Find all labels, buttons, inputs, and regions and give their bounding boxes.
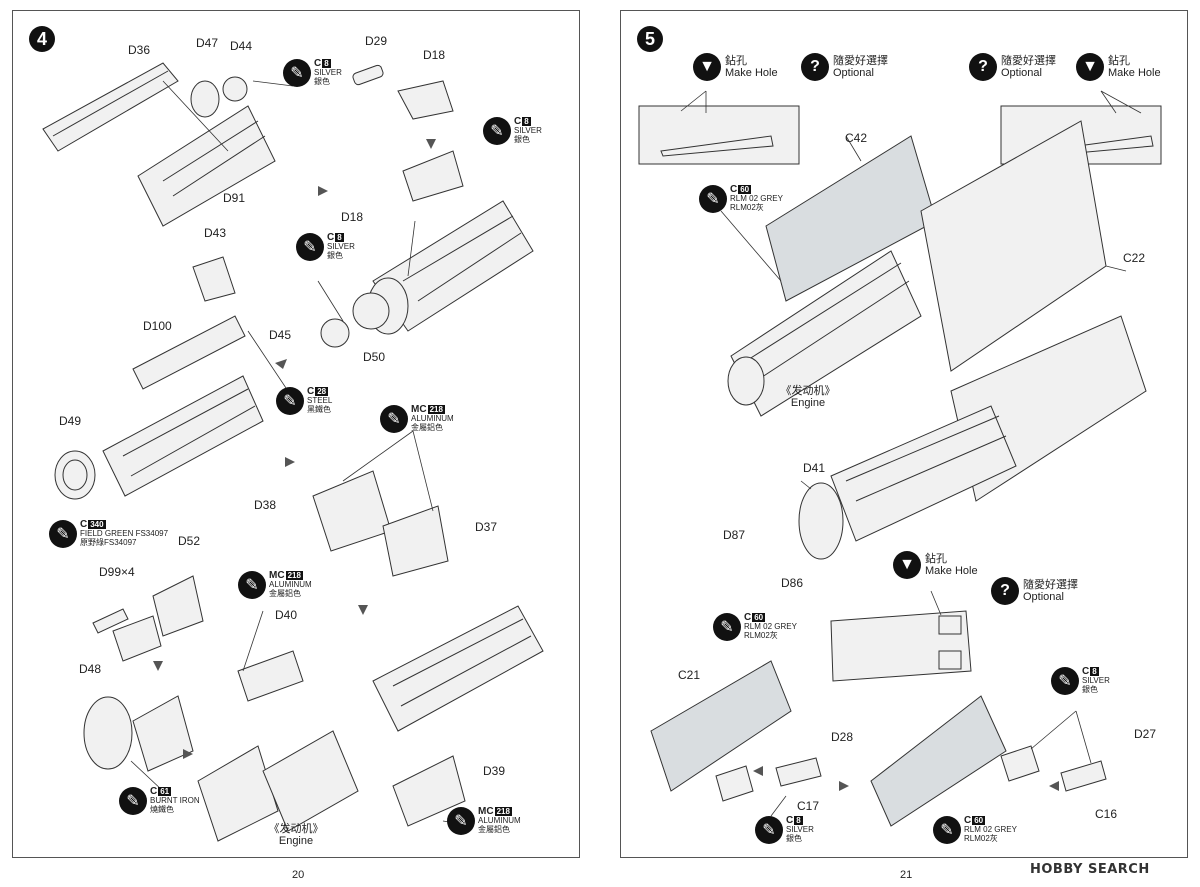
- paint-brush-icon: ✎: [49, 520, 77, 548]
- paint-brush-icon: ✎: [238, 571, 266, 599]
- engine-assembly-drawing: [42, 62, 544, 842]
- engine-caption: 《发动机》Engine: [780, 385, 836, 409]
- part-label: D28: [831, 730, 854, 744]
- part-label: C42: [845, 131, 868, 145]
- part-label: C22: [1123, 251, 1146, 265]
- drill-icon: ▼: [693, 53, 721, 81]
- paint-brush-icon: ✎: [119, 787, 147, 815]
- part-label: D91: [223, 191, 246, 205]
- page-number: 20: [292, 869, 305, 881]
- instruction-page-20: 4 D36 D47 D44 D29 D18 D91 D18 D43 D45 D5…: [12, 10, 580, 858]
- paint-brush-icon: ✎: [380, 405, 408, 433]
- paint-brush-icon: ✎: [713, 613, 741, 641]
- part-label: D50: [363, 350, 386, 364]
- question-icon: ?: [991, 577, 1019, 605]
- watermark: HOBBY SEARCH: [1030, 862, 1150, 877]
- page-number: 21: [900, 869, 913, 881]
- part-label: D40: [275, 608, 298, 622]
- part-label: D49: [59, 414, 82, 428]
- part-label: D52: [178, 534, 201, 548]
- part-label: D86: [781, 576, 804, 590]
- paint-brush-icon: ✎: [296, 233, 324, 261]
- part-label: C17: [797, 799, 820, 813]
- part-label: D44: [230, 39, 253, 53]
- part-label: D45: [269, 328, 292, 342]
- paint-brush-icon: ✎: [283, 59, 311, 87]
- part-label: D18: [341, 210, 364, 224]
- paint-brush-icon: ✎: [933, 816, 961, 844]
- part-label: C16: [1095, 807, 1118, 821]
- step-number: 5: [644, 28, 655, 49]
- question-icon: ?: [801, 53, 829, 81]
- part-label: D43: [204, 226, 227, 240]
- paint-brush-icon: ✎: [755, 816, 783, 844]
- paint-brush-icon: ✎: [447, 807, 475, 835]
- part-label: D27: [1134, 727, 1157, 741]
- part-label: D36: [128, 43, 151, 57]
- part-label: D48: [79, 662, 102, 676]
- part-label: D37: [475, 520, 498, 534]
- step-number: 4: [36, 28, 47, 49]
- part-label: D18: [423, 48, 446, 62]
- part-label: D99×4: [99, 565, 135, 579]
- part-label: D39: [483, 764, 506, 778]
- engine-caption: 《发动机》Engine: [268, 823, 324, 847]
- part-label: C21: [678, 668, 701, 682]
- part-label: D100: [143, 319, 172, 333]
- part-label: D87: [723, 528, 746, 542]
- paint-brush-icon: ✎: [699, 185, 727, 213]
- drill-icon: ▼: [893, 551, 921, 579]
- paint-brush-icon: ✎: [1051, 667, 1079, 695]
- fuselage-assembly-drawing: [638, 90, 1162, 827]
- part-label: D38: [254, 498, 277, 512]
- step-number-badge: 5: [637, 26, 663, 52]
- question-icon: ?: [969, 53, 997, 81]
- part-label: D47: [196, 36, 219, 50]
- paint-brush-icon: ✎: [483, 117, 511, 145]
- step-number-badge: 4: [29, 26, 55, 52]
- part-label: D41: [803, 461, 826, 475]
- part-label: D29: [365, 34, 388, 48]
- drill-icon: ▼: [1076, 53, 1104, 81]
- paint-brush-icon: ✎: [276, 387, 304, 415]
